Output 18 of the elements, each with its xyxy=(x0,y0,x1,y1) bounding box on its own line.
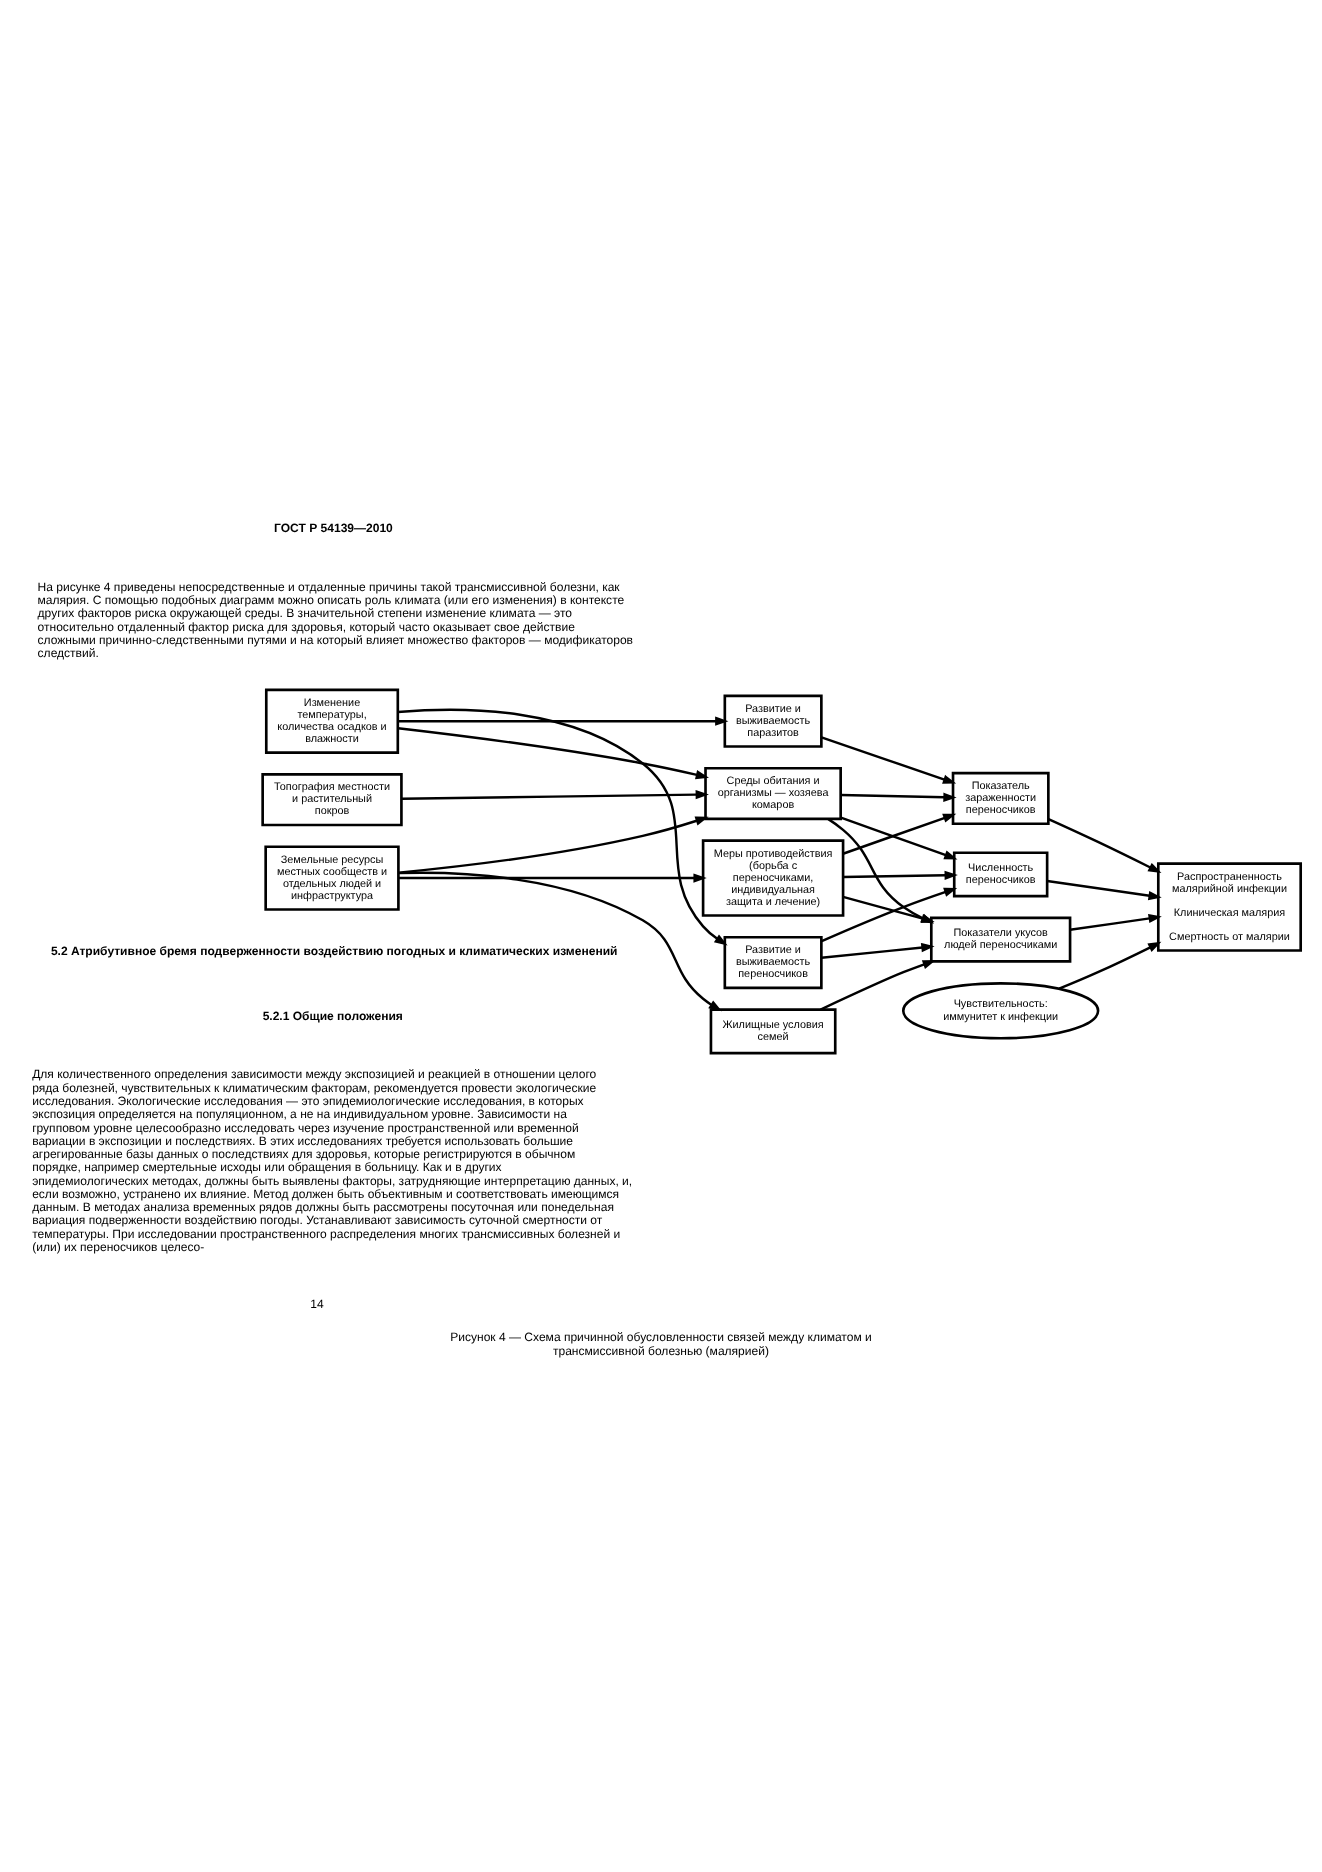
arrow xyxy=(1047,879,1162,901)
arrow xyxy=(1069,913,1162,931)
arrow xyxy=(842,895,935,923)
arrow xyxy=(401,790,709,800)
arrow xyxy=(840,792,957,802)
arrow xyxy=(398,873,707,883)
arrow xyxy=(827,818,935,924)
arrow xyxy=(821,736,957,784)
arrow xyxy=(398,871,722,1012)
arrow xyxy=(398,816,709,874)
arrow xyxy=(821,887,958,943)
arrow xyxy=(821,942,935,959)
arrow xyxy=(1048,817,1162,873)
arrow xyxy=(397,716,729,726)
arrow xyxy=(397,708,728,946)
arrow xyxy=(843,870,958,880)
arrow xyxy=(820,960,936,1011)
arrow xyxy=(398,727,709,780)
